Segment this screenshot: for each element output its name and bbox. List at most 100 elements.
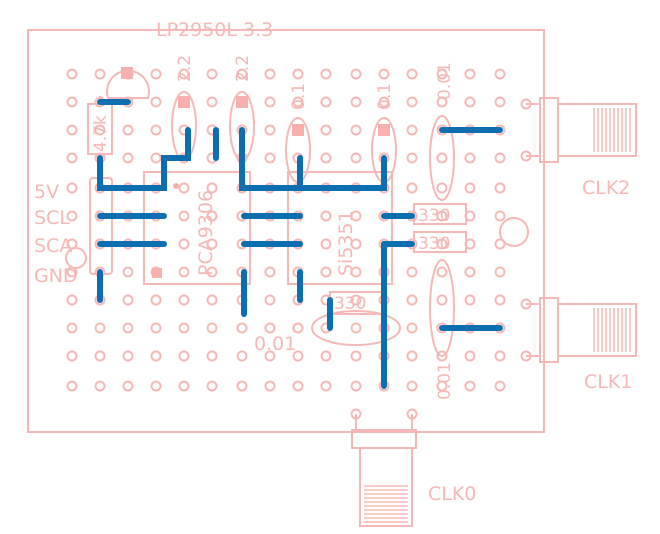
- cap-d-label: 0.1: [375, 83, 395, 110]
- board-hole: [264, 294, 276, 306]
- board-hole: [236, 68, 248, 80]
- cap-a-label: 2.2: [175, 55, 195, 82]
- board-hole: [494, 68, 506, 80]
- board-hole: [150, 380, 162, 392]
- board-hole: [206, 266, 218, 278]
- board-hole: [206, 380, 218, 392]
- board-hole: [150, 152, 162, 164]
- connector-hatching: [364, 108, 631, 523]
- board-hole: [292, 96, 304, 108]
- board-hole: [494, 152, 506, 164]
- board-hole: [406, 294, 418, 306]
- board-hole: [436, 238, 448, 250]
- ic-si5351: [287, 171, 393, 285]
- board-hole: [150, 350, 162, 362]
- board-hole: [206, 210, 218, 222]
- board-hole: [436, 96, 448, 108]
- board-hole: [350, 124, 362, 136]
- board-hole: [436, 350, 448, 362]
- board-hole: [406, 380, 418, 392]
- board-hole: [350, 96, 362, 108]
- board-hole: [66, 68, 78, 80]
- board-hole: [94, 322, 106, 334]
- board-hole: [350, 238, 362, 250]
- board-hole: [320, 266, 332, 278]
- board-hole: [320, 350, 332, 362]
- board-hole: [494, 266, 506, 278]
- board-hole: [94, 124, 106, 136]
- sma-connector-clk1: [526, 297, 637, 363]
- capacitor-0-01-bottom: [429, 259, 455, 357]
- res-c-label: 330: [334, 294, 366, 314]
- board-hole: [264, 322, 276, 334]
- board-hole: [464, 350, 476, 362]
- board-hole: [66, 350, 78, 362]
- board-hole: [178, 322, 190, 334]
- board-hole: [66, 124, 78, 136]
- board-hole: [122, 152, 134, 164]
- pin-scl-label: SCL: [34, 207, 70, 229]
- board-hole: [406, 182, 418, 194]
- jumper-wires: [97, 99, 503, 389]
- clk0-label: CLK0: [428, 483, 476, 505]
- cap-b-label: 2.2: [233, 55, 253, 82]
- mounting-hole: [499, 217, 529, 247]
- board-hole: [206, 182, 218, 194]
- board-hole: [264, 152, 276, 164]
- board-hole: [350, 152, 362, 164]
- board-hole: [264, 266, 276, 278]
- board-hole: [66, 182, 78, 194]
- board-hole: [178, 294, 190, 306]
- board-hole: [178, 68, 190, 80]
- cap-g-label: 0.01: [254, 333, 296, 355]
- board-hole: [236, 350, 248, 362]
- board-hole: [94, 350, 106, 362]
- board-hole: [292, 380, 304, 392]
- board-hole: [436, 152, 448, 164]
- board-hole: [320, 380, 332, 392]
- board-hole: [464, 96, 476, 108]
- board-hole: [206, 294, 218, 306]
- board-hole: [494, 182, 506, 194]
- board-hole: [350, 294, 362, 306]
- board-hole: [350, 322, 362, 334]
- board-hole: [494, 350, 506, 362]
- board-hole: [406, 124, 418, 136]
- board-hole: [494, 96, 506, 108]
- board-hole: [350, 266, 362, 278]
- board-hole: [122, 322, 134, 334]
- board-hole: [406, 68, 418, 80]
- board-hole: [406, 350, 418, 362]
- board-hole: [464, 294, 476, 306]
- board-hole: [264, 96, 276, 108]
- sma-connector-clk2: [526, 97, 637, 163]
- board-hole: [150, 68, 162, 80]
- res-b-label: 330: [418, 234, 450, 254]
- board-hole: [494, 380, 506, 392]
- board-hole: [406, 322, 418, 334]
- board-hole: [494, 238, 506, 250]
- board-hole: [406, 96, 418, 108]
- board-hole: [150, 124, 162, 136]
- board-hole: [264, 124, 276, 136]
- board-hole: [178, 266, 190, 278]
- board-hole: [292, 350, 304, 362]
- board-hole: [122, 350, 134, 362]
- board-hole: [464, 152, 476, 164]
- board-hole: [206, 350, 218, 362]
- res-a-label: 330: [418, 206, 450, 226]
- board-hole: [206, 96, 218, 108]
- board-hole: [464, 380, 476, 392]
- cap-c-label: 0.1: [289, 83, 309, 110]
- board-hole: [436, 380, 448, 392]
- board-hole: [66, 322, 78, 334]
- board-hole: [320, 238, 332, 250]
- board-hole: [436, 68, 448, 80]
- board-hole: [464, 266, 476, 278]
- board-hole: [436, 294, 448, 306]
- board-hole: [178, 182, 190, 194]
- board-hole: [350, 68, 362, 80]
- board-hole: [206, 238, 218, 250]
- board-hole: [66, 152, 78, 164]
- board-hole: [178, 238, 190, 250]
